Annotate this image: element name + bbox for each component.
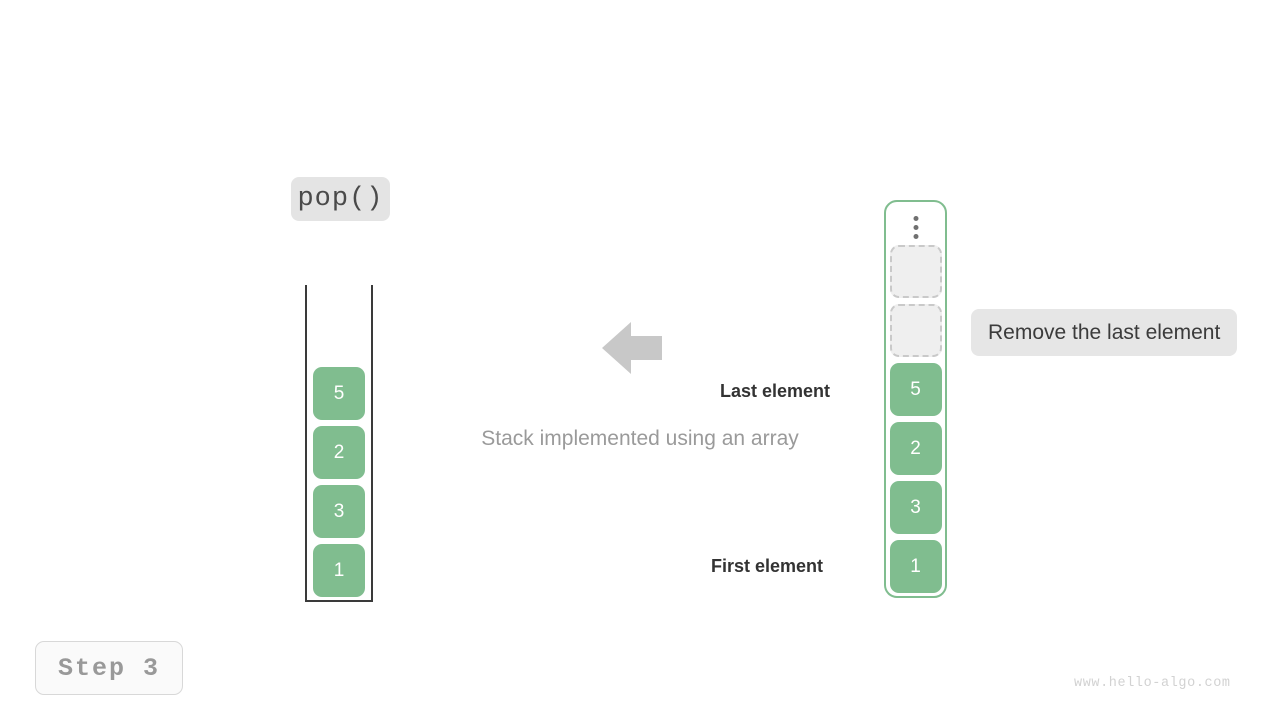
array-cell: 3 [313, 485, 365, 538]
diagram-caption: Stack implemented using an array [481, 427, 799, 450]
note-badge: Remove the last element [971, 309, 1238, 356]
stack-cell: 2 [889, 422, 942, 475]
watermark: www.hello-algo.com [1074, 676, 1231, 691]
first-element-label: First element [711, 556, 824, 576]
stack-cell: 5 [889, 363, 942, 416]
operation-label: pop() [291, 177, 390, 221]
array-cell-list: 5 2 3 1 [307, 367, 371, 597]
stack-cell: 1 [889, 540, 942, 593]
array-cell: 1 [313, 544, 365, 597]
stack-cell: 3 [889, 481, 942, 534]
last-element-label: Last element [720, 381, 831, 401]
array-container: 5 2 3 1 [305, 285, 373, 602]
step-indicator: Step 3 [35, 641, 183, 695]
array-cell: 2 [313, 426, 365, 479]
array-cell: 5 [313, 367, 365, 420]
stack-cell-list: 5 2 3 1 [886, 245, 945, 593]
stack-container: 5 2 3 1 [884, 200, 947, 598]
empty-slot [889, 245, 942, 298]
vertical-ellipsis-icon [913, 216, 918, 239]
empty-slot [889, 304, 942, 357]
left-arrow-icon [602, 322, 662, 374]
